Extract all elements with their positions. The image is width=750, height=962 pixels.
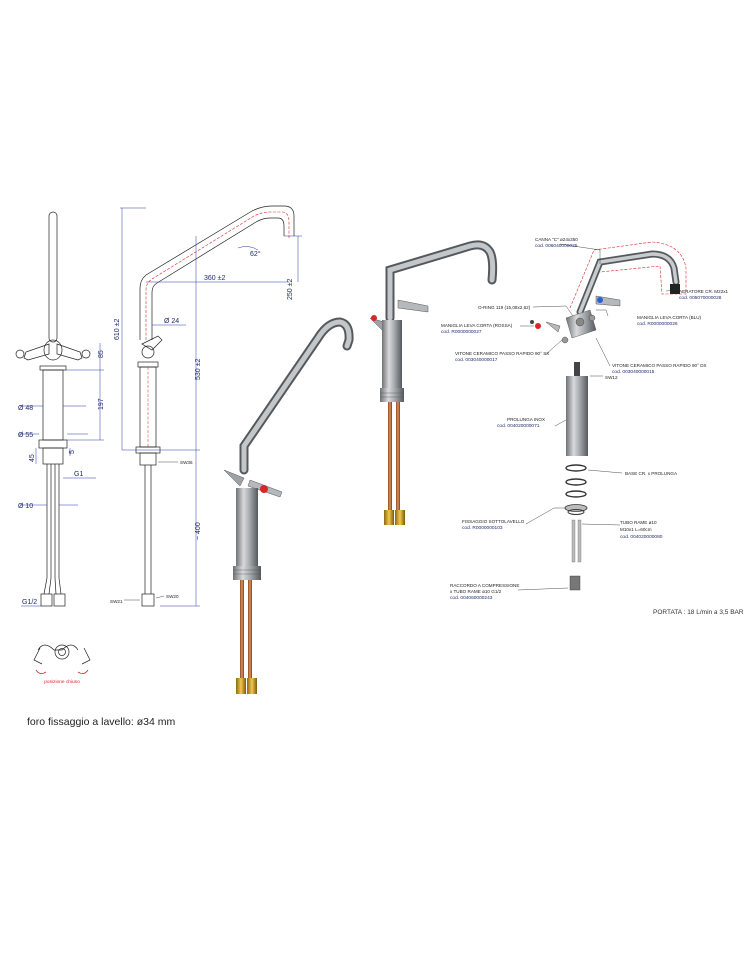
label-oring-name: O-RING 119 (15,08x2,62)	[478, 305, 531, 310]
label-sw12: SW12	[605, 375, 618, 380]
dim-diameter-10: Ø 10	[18, 503, 33, 510]
dim-height-45: 45	[29, 454, 36, 462]
handle-position-note: posizione chiuso	[44, 679, 80, 685]
dim-diameter-55: Ø 55	[18, 432, 33, 439]
label-base-name: BASE CR. x PROLUNGA	[625, 471, 678, 476]
dim-height-85: 85	[98, 350, 105, 358]
label-sw21: SW21	[110, 599, 123, 604]
dim-height-197: 197	[98, 398, 105, 410]
label-tubo-code: cod. 004020000080	[620, 534, 663, 540]
label-manred-code: cod. R0000000027	[441, 329, 482, 335]
label-canna-name: CANNA "C" ø24x350	[535, 237, 578, 242]
exploded-view	[517, 241, 687, 591]
label-prolunga-name: PROLUNGA INOX	[507, 417, 545, 422]
dim-width-360: 360 ±2	[204, 275, 225, 282]
label-vitdx-code: cod. 003040000015	[612, 369, 655, 375]
dim-height-250: 250 ±2	[287, 279, 294, 300]
label-raccordo-sub: x TUBO RAME ø10 G1/2	[450, 589, 502, 594]
label-manblue-code: cod. R0000000026	[637, 321, 678, 327]
dim-height-610: 610 ±2	[114, 319, 121, 340]
dim-height-5: 5	[69, 450, 76, 454]
label-tubo-name: TUBO RAME ø10	[620, 520, 657, 525]
handle-position-icon	[33, 644, 91, 674]
side-view	[120, 205, 302, 607]
dim-diameter-24: Ø 24	[164, 318, 179, 325]
label-fissaggio-code: cod. R0000000103	[462, 525, 503, 531]
label-vitsx-code: cod. 003040000017	[455, 357, 498, 363]
label-vitdx-name: VITONE CERAMICO PASSO RAPIDO 90° DX	[612, 363, 707, 368]
label-tubo-size: M10x1 L=60cm	[620, 527, 652, 532]
label-sw20: SW20	[166, 594, 179, 599]
label-manred-name: MANIGLIA LEVA CORTA (ROSSA)	[441, 323, 513, 328]
label-raccordo-name: RACCORDO A COMPRESSIONE	[450, 583, 519, 588]
label-raccordo-code: cod. 004060000243	[450, 595, 493, 601]
label-fissaggio-name: FISSAGGIO SOTTOLAVELLO	[462, 519, 525, 524]
label-manblue-name: MANIGLIA LEVA CORTA (BLU)	[637, 315, 702, 320]
label-canna-code: cod. 006040000025	[535, 243, 578, 249]
flow-rate-note: PORTATA : 18 L/min a 3,5 BAR	[653, 609, 744, 616]
label-vitsx-name: VITONE CERAMICO PASSO RAPIDO 90° SX	[455, 351, 549, 356]
dim-thread-g12: G1/2	[22, 599, 37, 606]
dim-angle: 62°	[250, 250, 261, 258]
dim-diameter-48: Ø 48	[18, 405, 33, 412]
dim-height-530: 530 ±2	[195, 359, 202, 380]
faucet-render-large	[223, 317, 354, 694]
dim-thread-g1: G1	[74, 471, 83, 478]
faucet-render-small	[369, 240, 498, 525]
label-prolunga-code: cod. 004020000071	[497, 423, 540, 429]
front-view	[15, 211, 104, 607]
mount-hole-note: foro fissaggio a lavello: ø34 mm	[27, 716, 176, 728]
label-aeratore-name: AERATORE CR. M22x1	[679, 289, 729, 294]
dim-height-400: ~ 400	[195, 522, 202, 540]
label-aeratore-code: cod. 005070000028	[679, 295, 722, 301]
label-sw36: SW36	[180, 460, 193, 465]
